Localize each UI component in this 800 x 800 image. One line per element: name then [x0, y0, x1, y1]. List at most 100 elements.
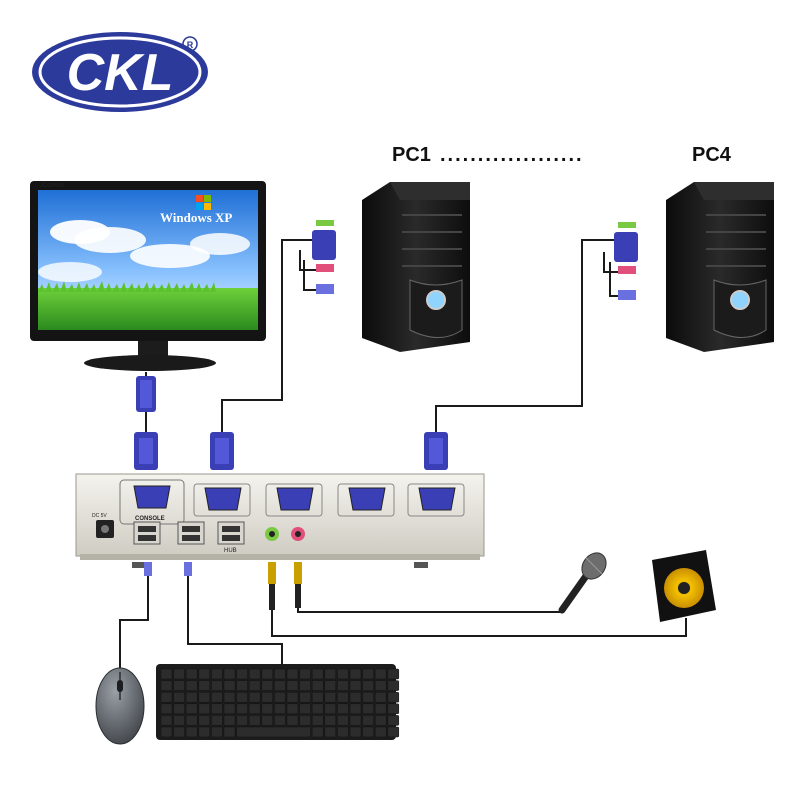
keyboard-key: [223, 715, 236, 726]
keyboard-key: [311, 668, 324, 680]
keyboard-key: [349, 680, 362, 691]
keyboard-key: [374, 715, 387, 726]
keyboard-key: [311, 691, 324, 703]
keyboard-key: [211, 715, 223, 726]
keyboard-key: [236, 703, 248, 715]
logo-text: CKL: [67, 44, 174, 102]
microphone-icon: [558, 552, 607, 614]
keyboard-key: [324, 703, 337, 715]
keyboard-key: [362, 691, 374, 703]
hub-label: HUB: [224, 548, 237, 554]
keyboard-key: [274, 680, 286, 691]
keyboard-key: [299, 668, 311, 680]
keyboard-key: [387, 726, 400, 738]
keyboard-key: [337, 668, 349, 680]
keyboard-key: [160, 691, 173, 703]
keyboard-key: [337, 691, 349, 703]
keyboard-key: [311, 680, 324, 691]
audio-jacks: [265, 527, 305, 541]
keyboard-key: [185, 726, 198, 738]
monitor-brand: JOOWIN: [40, 183, 64, 189]
keyboard-key: [374, 703, 387, 715]
keyboard-key: [261, 691, 274, 703]
pc4-tower: [666, 182, 774, 352]
keyboard-key: [198, 680, 211, 691]
keyboard-key: [160, 703, 173, 715]
keyboard-key: [324, 680, 337, 691]
keyboard-key: [349, 691, 362, 703]
keyboard-key: [198, 691, 211, 703]
keyboard-key: [311, 703, 324, 715]
keyboard-key: [324, 691, 337, 703]
pc1-tower: [362, 182, 470, 352]
keyboard-key: [160, 726, 173, 738]
keyboard-key: [223, 703, 236, 715]
pc1-cable-plugs: [312, 220, 336, 294]
monitor: Windows XP JOOWIN: [30, 181, 266, 371]
keyboard-key: [299, 715, 311, 726]
keyboard-key: [185, 668, 198, 680]
keyboard-key: [362, 715, 374, 726]
ckl-logo: CKL R: [32, 32, 208, 112]
keyboard-key: [274, 703, 286, 715]
peripheral-plugs: [144, 562, 302, 610]
registered-mark: R: [187, 40, 194, 50]
keyboard-key: [311, 726, 324, 738]
keyboard-key: [274, 691, 286, 703]
keyboard-spacebar: [236, 726, 311, 738]
keyboard-key: [248, 715, 261, 726]
keyboard-key: [173, 703, 185, 715]
os-label: Windows XP: [160, 210, 232, 225]
keyboard-key: [387, 668, 400, 680]
monitor-stand: [84, 355, 216, 371]
dc-label: DC 5V: [92, 513, 107, 519]
keyboard-key: [211, 680, 223, 691]
console-vga-plug: [134, 432, 158, 470]
vga-port-pc2: [265, 483, 323, 517]
keyboard-icon: [156, 664, 400, 740]
vga-port-pc3: [337, 483, 395, 517]
keyboard-key: [248, 668, 261, 680]
keyboard-key: [173, 668, 185, 680]
keyboard-key: [274, 715, 286, 726]
keyboard-key: [211, 691, 223, 703]
monitor-vga-plug: [136, 376, 156, 412]
keyboard-key: [173, 691, 185, 703]
keyboard-key: [286, 691, 299, 703]
keyboard-key: [337, 715, 349, 726]
keyboard-key: [198, 668, 211, 680]
pc-range-label: PC1 ................... PC4: [392, 144, 732, 166]
keyboard-key: [160, 668, 173, 680]
keyboard-key: [198, 726, 211, 738]
keyboard-key: [362, 668, 374, 680]
keyboard-key: [223, 726, 236, 738]
keyboard-key: [160, 680, 173, 691]
keyboard-key: [374, 680, 387, 691]
keyboard-key: [362, 680, 374, 691]
keyboard-key: [349, 703, 362, 715]
keyboard-key: [261, 680, 274, 691]
keyboard-key: [387, 715, 400, 726]
kvm-switch: DC 5V CONSOLE HUB: [75, 473, 485, 568]
keyboard-key: [173, 726, 185, 738]
pc4-cable-plugs: [614, 222, 638, 300]
keyboard-key: [299, 703, 311, 715]
keyboard-key: [337, 703, 349, 715]
pc4-label: PC4: [692, 144, 732, 166]
pc1-vga-plug: [210, 432, 234, 470]
keyboard-key: [324, 668, 337, 680]
keyboard-key: [160, 715, 173, 726]
keyboard-key: [211, 668, 223, 680]
keyboard-key: [337, 680, 349, 691]
keyboard-key: [173, 680, 185, 691]
windows-logo-icon: [196, 195, 211, 210]
keyboard-key: [185, 703, 198, 715]
keyboard-key: [324, 715, 337, 726]
pc1-label: PC1: [392, 144, 431, 166]
keyboard-key: [286, 680, 299, 691]
power-button-icon: [426, 290, 446, 310]
keyboard-key: [236, 680, 248, 691]
usb-ports: CONSOLE HUB: [133, 516, 245, 554]
keyboard-key: [261, 715, 274, 726]
keyboard-key: [223, 680, 236, 691]
